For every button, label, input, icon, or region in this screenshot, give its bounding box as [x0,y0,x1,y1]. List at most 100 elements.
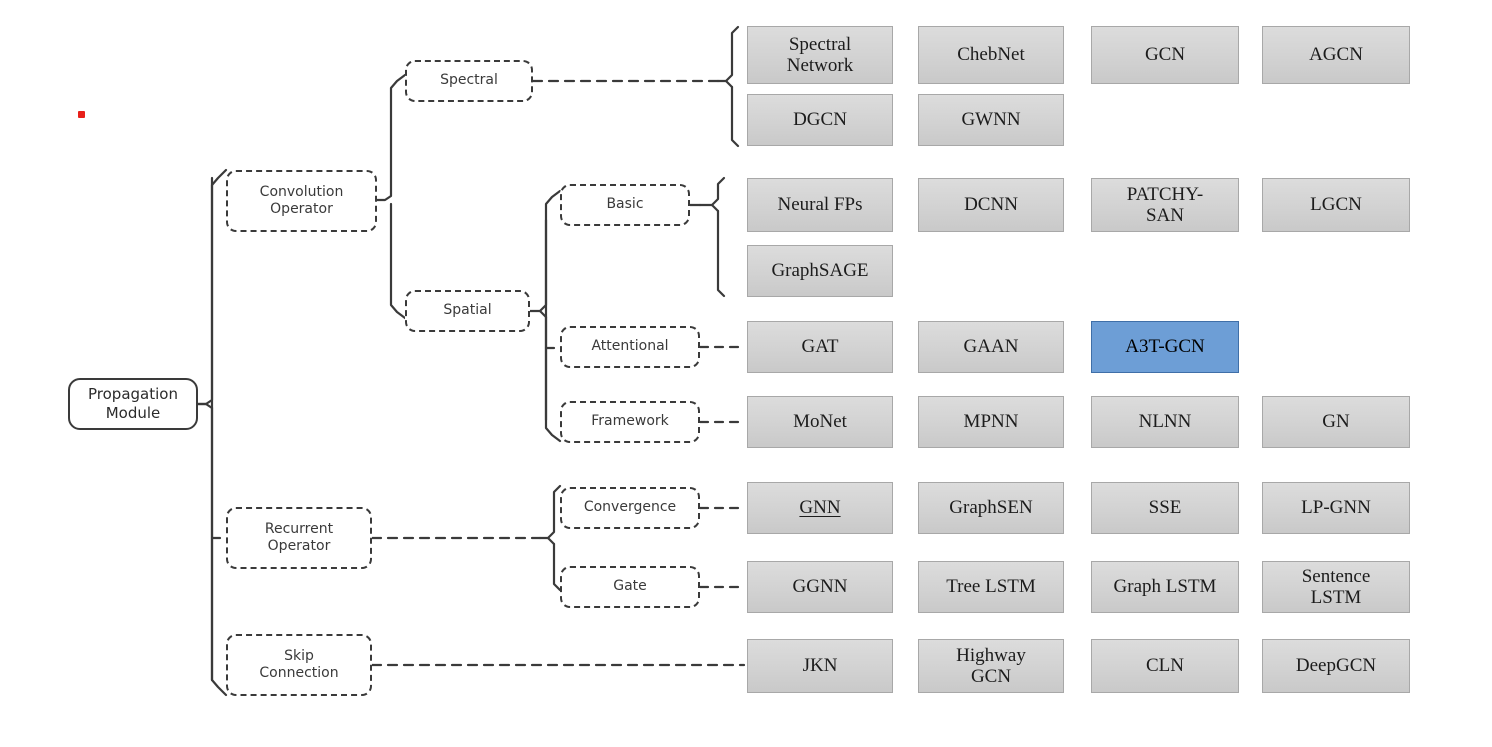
highway-gcn-line-1: Highway [956,644,1026,666]
leaf-jkn-label: JKN [802,655,838,677]
leaf-chebnet[interactable]: ChebNet [918,26,1064,84]
leaf-lgcn-label: LGCN [1310,194,1362,216]
brace-root-bottom [210,406,228,697]
leaf-cln-label: CLN [1146,655,1184,677]
recurrent-line-2: Operator [267,538,331,554]
leaf-neural-fps[interactable]: Neural FPs [747,178,893,232]
brace-recurrent-top [538,484,562,540]
cursor-dot [78,111,85,118]
leaf-sentence-lstm-label: Sentence LSTM [1302,566,1371,609]
leaf-monet[interactable]: MoNet [747,396,893,448]
root-line-1: Propagation [88,385,178,404]
leaf-gwnn[interactable]: GWNN [918,94,1064,146]
brace-root-top [196,168,228,406]
node-framework[interactable]: Framework [560,401,700,443]
patchy-san-line-2: SAN [1145,205,1184,226]
brace-spatial-bottom [544,315,562,443]
leaf-sse-label: SSE [1148,497,1182,519]
node-convergence[interactable]: Convergence [560,487,700,529]
node-spatial-label: Spatial [443,302,492,319]
leaf-jkn[interactable]: JKN [747,639,893,693]
patchy-san-line-1: PATCHY- [1126,183,1204,205]
spectral-network-line-1: Spectral [788,33,852,55]
leaf-ggnn[interactable]: GGNN [747,561,893,613]
leaf-gnn-label: GNN [799,497,841,519]
leaf-mpnn[interactable]: MPNN [918,396,1064,448]
node-basic[interactable]: Basic [560,184,690,226]
leaf-nlnn[interactable]: NLNN [1091,396,1239,448]
leaf-gat[interactable]: GAT [747,321,893,373]
leaf-dgcn[interactable]: DGCN [747,94,893,146]
leaf-agcn-label: AGCN [1309,44,1363,66]
leaf-agcn[interactable]: AGCN [1262,26,1410,84]
node-convolution-operator[interactable]: Convolution Operator [226,170,377,232]
brace-spectral-top [716,25,740,83]
node-recurrent-operator[interactable]: Recurrent Operator [226,507,372,569]
leaf-patchy-san[interactable]: PATCHY- SAN [1091,178,1239,232]
node-framework-label: Framework [591,413,669,430]
conv-line-2: Operator [270,201,333,217]
brace-basic-tip [710,203,720,213]
leaf-graphsage-label: GraphSAGE [771,260,869,282]
brace-spatial-top [528,189,562,313]
node-propagation-module-label: Propagation Module [88,385,178,423]
leaf-gcn-label: GCN [1144,44,1186,66]
leaf-sse[interactable]: SSE [1091,482,1239,534]
leaf-sentence-lstm[interactable]: Sentence LSTM [1262,561,1410,613]
brace-spectral-bottom [730,85,740,148]
node-basic-label: Basic [606,196,644,213]
leaf-graph-lstm-label: Graph LSTM [1113,576,1217,598]
leaf-highway-gcn[interactable]: Highway GCN [918,639,1064,693]
leaf-a3t-gcn-label: A3T-GCN [1125,336,1205,358]
leaf-graphsen-label: GraphSEN [949,497,1033,519]
conv-line-1: Convolution [259,183,344,200]
brace-conv-bottom [389,202,407,320]
leaf-cln[interactable]: CLN [1091,639,1239,693]
node-gate[interactable]: Gate [560,566,700,608]
brace-recurrent-tip [546,536,556,546]
leaf-gaan[interactable]: GAAN [918,321,1064,373]
leaf-lp-gnn-label: LP-GNN [1301,497,1371,519]
leaf-gaan-label: GAAN [963,336,1019,358]
node-spectral[interactable]: Spectral [405,60,533,102]
leaf-deepgcn-label: DeepGCN [1295,655,1377,677]
leaf-chebnet-label: ChebNet [957,44,1025,66]
leaf-dcnn-label: DCNN [964,194,1018,216]
leaf-monet-label: MoNet [793,411,847,433]
brace-spatial-tip [538,309,548,319]
leaf-deepgcn[interactable]: DeepGCN [1262,639,1410,693]
brace-basic-bottom [716,209,726,298]
leaf-dgcn-label: DGCN [793,109,847,131]
node-spatial[interactable]: Spatial [405,290,530,332]
leaf-spectral-network[interactable]: Spectral Network [747,26,893,84]
leaf-gn-label: GN [1322,411,1350,433]
leaf-graph-lstm[interactable]: Graph LSTM [1091,561,1239,613]
leaf-gn[interactable]: GN [1262,396,1410,448]
spectral-network-line-2: Network [786,55,854,76]
leaf-patchy-san-label: PATCHY- SAN [1127,184,1203,227]
sentence-lstm-line-1: Sentence [1301,565,1371,587]
leaf-ggnn-label: GGNN [792,576,848,598]
leaf-a3t-gcn[interactable]: A3T-GCN [1091,321,1239,373]
leaf-graphsen[interactable]: GraphSEN [918,482,1064,534]
brace-spectral-tip [724,79,734,89]
node-propagation-module[interactable]: Propagation Module [68,378,198,430]
leaf-lp-gnn[interactable]: LP-GNN [1262,482,1410,534]
recurrent-line-1: Recurrent [264,520,334,537]
leaf-gcn[interactable]: GCN [1091,26,1239,84]
leaf-nlnn-label: NLNN [1138,411,1192,433]
leaf-tree-lstm[interactable]: Tree LSTM [918,561,1064,613]
leaf-lgcn[interactable]: LGCN [1262,178,1410,232]
leaf-graphsage[interactable]: GraphSAGE [747,245,893,297]
skip-line-2: Connection [259,665,339,681]
brace-root-tip [204,402,214,410]
node-skip-connection[interactable]: Skip Connection [226,634,372,696]
node-attentional[interactable]: Attentional [560,326,700,368]
leaf-spectral-network-label: Spectral Network [787,34,853,77]
leaf-neural-fps-label: Neural FPs [777,194,863,216]
leaf-gnn[interactable]: GNN [747,482,893,534]
skip-line-1: Skip [284,647,314,664]
leaf-dcnn[interactable]: DCNN [918,178,1064,232]
